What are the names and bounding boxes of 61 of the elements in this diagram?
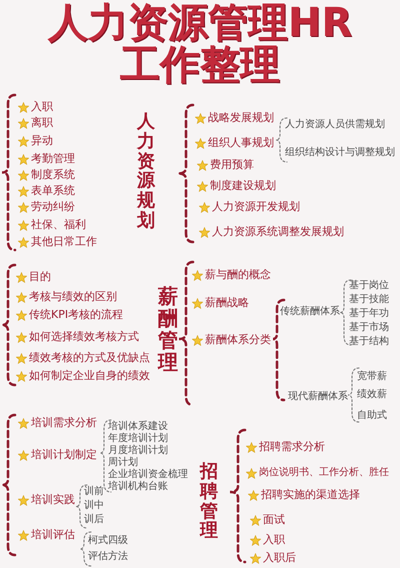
section-heading: 招聘管理 — [200, 462, 218, 542]
topic-text: 入职 — [263, 533, 285, 547]
topic-text: 考勤管理 — [31, 152, 75, 166]
subtopic-text: 基于技能 — [349, 294, 389, 306]
subtopic-text: 基于岗位 — [349, 280, 389, 292]
topic-text: 培训评估 — [31, 528, 75, 542]
topic-text: 人力资源开发规划 — [212, 200, 300, 214]
subtopic-text: 基于年功 — [349, 308, 389, 320]
topic-text: 招聘实施的渠道选择 — [261, 488, 360, 502]
topic-text: 薪酬战略 — [205, 296, 249, 310]
topic-text: 培训需求分析 — [31, 416, 97, 430]
subtopic-text: 绩效薪 — [357, 389, 387, 401]
subtopic-text: 培训机构台账 — [108, 481, 168, 493]
subtopic-text: 基于市场 — [349, 322, 389, 334]
topic-text: 入职 — [31, 100, 53, 114]
subtopic-text: 年度培训计划 — [108, 433, 168, 444]
subtopic-text: 基于结构 — [349, 336, 389, 348]
subtopic-text: 现代薪酬体系 — [288, 391, 348, 403]
subtopic-text: 训中 — [84, 500, 104, 512]
subtopic-text: 训前 — [84, 486, 104, 498]
subtopic-text: 组织结构设计与调整规划 — [285, 147, 395, 159]
subtopic-text: 周计划 — [108, 457, 138, 468]
topic-text: 面试 — [263, 513, 285, 527]
subtopic-text: 自助式 — [357, 410, 387, 422]
topic-text: 薪与酬的概念 — [205, 268, 271, 282]
topic-text: 离职 — [31, 116, 53, 130]
topic-text: 岗位说明书、工作分析、胜任 — [259, 466, 389, 480]
topic-text: 如何制定企业自身的绩效 — [29, 369, 150, 383]
section-heading: 人力资源规划 — [137, 112, 155, 231]
subtopic-text: 评估方法 — [88, 551, 128, 563]
topic-text: 人力资源系统调整发展规划 — [212, 225, 344, 239]
subtopic-text: 培训体系建设 — [108, 421, 168, 432]
topic-text: 目的 — [29, 270, 51, 284]
topic-text: 劳动纠纷 — [31, 200, 75, 214]
topic-text: 考核与绩效的区别 — [29, 290, 117, 304]
subtopic-text: 传统薪酬体系 — [280, 306, 340, 318]
topic-text: 异动 — [31, 134, 53, 148]
topic-text: 表单系统 — [31, 184, 75, 198]
topic-text: 社保、福利 — [31, 218, 86, 232]
title: 人力资源管理HR工作整理 — [46, 2, 354, 86]
subtopic-text: 人力资源人员供需规划 — [285, 119, 385, 131]
subtopic-text: 训后 — [84, 514, 104, 526]
topic-text: 招聘需求分析 — [259, 440, 325, 454]
topic-text: 传统KPI考核的流程 — [29, 308, 124, 322]
topic-text: 如何选择绩效考核方式 — [29, 330, 139, 344]
topic-text: 制度系统 — [31, 168, 75, 182]
topic-text: 费用预算 — [210, 158, 254, 172]
topic-text: 薪酬体系分类 — [205, 333, 271, 347]
topic-text: 组织人事规划 — [208, 136, 274, 150]
subtopic-text: 柯式四级 — [88, 535, 128, 547]
topic-text: 入职后 — [263, 551, 296, 565]
subtopic-text: 宽带薪 — [357, 371, 387, 383]
topic-text: 其他日常工作 — [31, 235, 97, 249]
subtopic-text: 企业培训资金梳理 — [108, 469, 188, 480]
topic-text: 战略发展规划 — [208, 111, 274, 125]
section-heading: 薪酬管理 — [158, 285, 178, 373]
topic-text: 绩效考核的方式及优缺点 — [29, 351, 150, 365]
topic-text: 制度建设规划 — [210, 179, 276, 193]
topic-text: 培训实践 — [31, 493, 75, 507]
subtopic-text: 月度培训计划 — [108, 445, 168, 456]
topic-text: 培训计划制定 — [31, 448, 97, 462]
